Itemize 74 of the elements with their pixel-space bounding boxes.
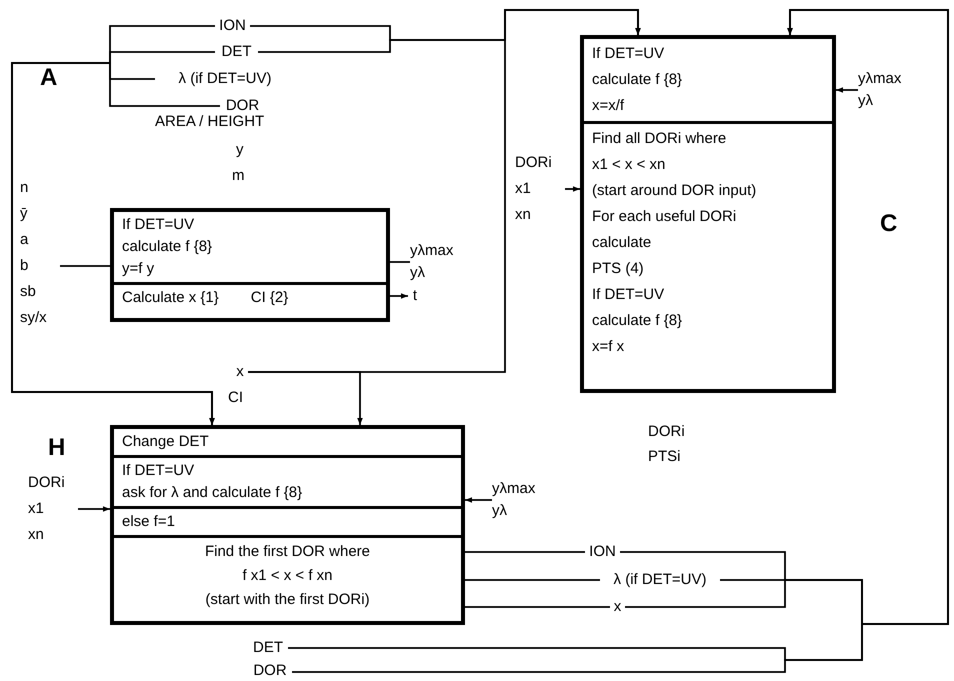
text-line: f x1 < x < f xn	[241, 566, 334, 586]
connector	[60, 265, 110, 267]
signal-label: xn	[28, 525, 45, 545]
signal-label: a	[20, 230, 30, 250]
text-line: y=f y	[122, 259, 156, 279]
process-box	[110, 208, 390, 322]
signal-label: x1	[28, 499, 45, 519]
connector	[78, 506, 110, 512]
text-line: If DET=UV	[592, 44, 666, 64]
signal-label: xn	[515, 205, 532, 225]
text-line: x1 < x < xn	[592, 155, 666, 175]
process-box	[580, 35, 836, 393]
signal-label: b	[20, 256, 30, 276]
signal-label: yλmax	[858, 69, 902, 89]
module-letter: C	[880, 212, 898, 236]
module-letter: H	[48, 436, 66, 460]
signal-label: yλ	[492, 501, 508, 521]
text-line: For each useful DORi	[592, 207, 738, 227]
signal-label: ION	[215, 16, 250, 36]
connector	[565, 186, 580, 192]
text-line: calculate f {8}	[592, 70, 684, 90]
signal-label: DORi	[28, 473, 66, 493]
signal-label: DET	[215, 42, 258, 62]
signal-label: sb	[20, 282, 37, 302]
connector	[465, 497, 492, 503]
signal-label: m	[232, 166, 244, 186]
text-line: calculate	[592, 233, 652, 253]
signal-label: yλ	[858, 91, 874, 111]
signal-label: x	[610, 597, 625, 617]
text-line: (start with the first DORi)	[204, 590, 371, 610]
text-line: Find the first DOR where	[204, 542, 372, 562]
signal-label: n	[20, 178, 30, 198]
signal-label: x1	[515, 179, 532, 199]
connector	[390, 261, 410, 263]
signal-label: yλmax	[410, 241, 454, 261]
text-line: else f=1	[122, 512, 176, 532]
text-line: If DET=UV	[122, 461, 196, 481]
text-line: CI {2}	[250, 288, 288, 308]
signal-label: DORi	[515, 153, 553, 173]
process-box	[110, 425, 465, 625]
connector	[390, 293, 408, 299]
text-line: x=f x	[592, 337, 626, 357]
signal-label: ȳ	[20, 204, 28, 224]
connector	[465, 551, 585, 553]
signal-label: λ (if DET=UV)	[600, 570, 720, 590]
signal-label: ION	[585, 542, 620, 562]
signal-label: DET	[248, 638, 288, 658]
signal-label: t	[408, 286, 422, 306]
text-line: Find all DORi where	[592, 129, 728, 149]
signal-label: yλmax	[492, 479, 536, 499]
signal-label: sy/x	[20, 308, 48, 328]
module-letter: A	[40, 66, 58, 90]
signal-label: DOR	[248, 661, 292, 681]
signal-label: yλ	[410, 263, 426, 283]
signal-label: DORi	[648, 422, 685, 442]
connector	[836, 87, 858, 93]
text-line: x=x/f	[592, 96, 626, 116]
signal-label: y	[236, 140, 244, 160]
text-line: calculate f {8}	[122, 237, 214, 257]
text-line: If DET=UV	[592, 285, 666, 305]
text-line: PTS (4)	[592, 259, 645, 279]
signal-label: PTSi	[648, 447, 681, 467]
text-line: calculate f {8}	[592, 311, 684, 331]
signal-label: x	[232, 362, 248, 382]
text-line: ask for λ and calculate f {8}	[122, 483, 304, 503]
connector	[248, 371, 363, 425]
signal-label: CI	[228, 388, 243, 408]
text-line: If DET=UV	[122, 215, 196, 235]
text-line: Calculate x {1}	[122, 288, 219, 308]
text-line: Change DET	[122, 432, 210, 452]
connector	[465, 606, 610, 608]
text-line: (start around DOR input)	[592, 181, 758, 201]
connector	[465, 579, 600, 581]
signal-label: λ (if DET=UV)	[155, 69, 295, 89]
